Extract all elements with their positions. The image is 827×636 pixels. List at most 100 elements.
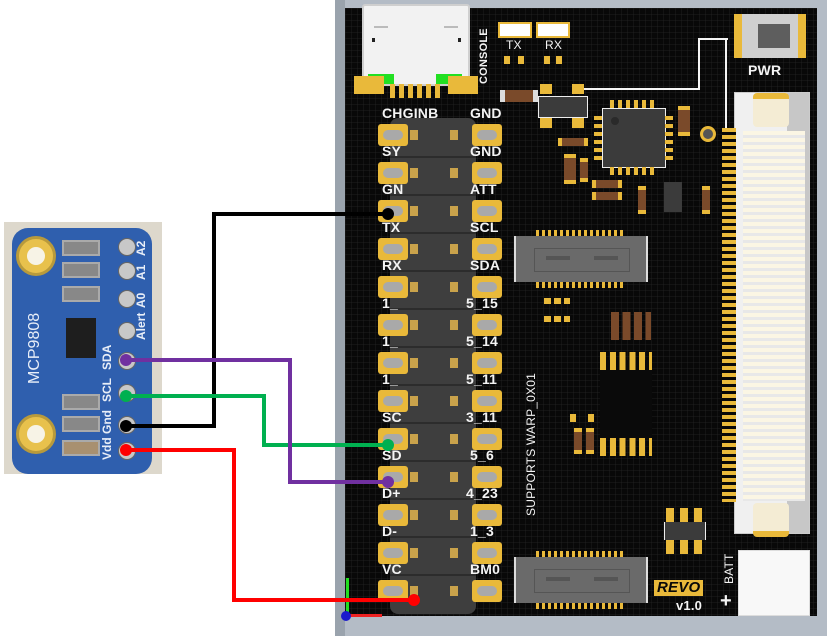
header-label-right: SCL (470, 219, 499, 235)
resistor (558, 138, 588, 146)
small-ic (664, 182, 682, 212)
gnd-wire-end[interactable] (382, 208, 394, 220)
header-label-left: 1_ (382, 295, 398, 311)
sensor-pin-a0[interactable] (118, 290, 136, 308)
header-pin (410, 396, 418, 406)
header-label-right: GND (470, 105, 502, 121)
header-label-right: ATT (470, 181, 497, 197)
header-pad-right[interactable] (472, 580, 502, 602)
smd-part (570, 414, 576, 422)
header-label-left: D- (382, 523, 398, 539)
sensor-pin-label: SCL (100, 378, 114, 402)
trace-line (698, 38, 728, 40)
regulator-chip (538, 96, 588, 118)
sensor-name-label: MCP9808 (26, 312, 43, 384)
header-pad-right[interactable] (472, 276, 502, 298)
gnd-wire-segment[interactable] (124, 424, 216, 428)
connector-pins (536, 603, 624, 609)
header-pin (410, 510, 418, 520)
scl-wire-segment[interactable] (262, 443, 390, 447)
header-label-left: 1_ (382, 371, 398, 387)
vdd-wire-segment[interactable] (232, 598, 416, 602)
header-pad-right[interactable] (472, 162, 502, 184)
sensor-pin-a2[interactable] (118, 238, 136, 256)
header-pad-right[interactable] (472, 466, 502, 488)
header-pin (410, 586, 418, 596)
header-label-right: 5_6 (470, 447, 494, 463)
smd-part (540, 84, 552, 94)
header-label-left: D+ (382, 485, 401, 501)
sda-wire-end[interactable] (382, 476, 394, 488)
header-label-left: GN (382, 181, 404, 197)
header-label-left: VC (382, 561, 402, 577)
sensor-pin-alert[interactable] (118, 322, 136, 340)
header-pad-right[interactable] (472, 390, 502, 412)
battery-label: BATT (722, 553, 736, 584)
header-pin (410, 548, 418, 558)
vdd-wire-end[interactable] (408, 594, 420, 606)
vdd-wire-segment[interactable] (124, 448, 236, 452)
power-button[interactable] (734, 14, 806, 58)
mcu-pins-right (665, 116, 673, 160)
header-divider (390, 422, 476, 424)
header-pad-left[interactable] (378, 580, 408, 602)
axis-x-arrow (348, 614, 382, 617)
smd-part (572, 118, 584, 128)
header-label-left: 1_ (382, 333, 398, 349)
header-label-right: BM0 (470, 561, 501, 577)
header-pad-right[interactable] (472, 124, 502, 146)
header-pin (450, 548, 458, 558)
header-label-right: 5_14 (466, 333, 498, 349)
smd-pads (544, 298, 570, 304)
header-pad-right[interactable] (472, 428, 502, 450)
scl-wire-start[interactable] (120, 390, 132, 402)
scl-wire-end[interactable] (382, 439, 394, 451)
scl-wire-segment[interactable] (124, 394, 266, 398)
header-pad-left[interactable] (378, 504, 408, 526)
header-pad-left[interactable] (378, 314, 408, 336)
header-label-left: CHGINB (382, 105, 439, 121)
vdd-wire-segment[interactable] (232, 448, 236, 602)
supports-warp-label: SUPPORTS WARP_0X01 (524, 373, 538, 516)
tx-led-label: TX (506, 38, 522, 52)
sda-wire-segment[interactable] (288, 358, 292, 484)
smd-part (588, 414, 594, 422)
header-pin (450, 320, 458, 330)
sda-wire-start[interactable] (120, 354, 132, 366)
header-pad-right[interactable] (472, 314, 502, 336)
gnd-wire-segment[interactable] (212, 212, 390, 216)
header-pad-left[interactable] (378, 390, 408, 412)
header-pad-left[interactable] (378, 542, 408, 564)
vdd-wire-start[interactable] (120, 444, 132, 456)
header-pin (450, 396, 458, 406)
header-pad-right[interactable] (472, 200, 502, 222)
header-pin (410, 168, 418, 178)
header-pad-left[interactable] (378, 162, 408, 184)
gnd-wire-start[interactable] (120, 420, 132, 432)
header-pad-right[interactable] (472, 238, 502, 260)
sda-wire-segment[interactable] (124, 358, 292, 362)
rx-led-label: RX (545, 38, 563, 52)
sensor-pin-a1[interactable] (118, 262, 136, 280)
resistor (500, 90, 538, 102)
header-pad-left[interactable] (378, 276, 408, 298)
sda-wire-segment[interactable] (288, 480, 390, 484)
header-pad-left[interactable] (378, 352, 408, 374)
connector-pins (536, 230, 624, 236)
gnd-wire-segment[interactable] (212, 212, 216, 428)
tx-led (498, 22, 532, 38)
header-pad-left[interactable] (378, 124, 408, 146)
header-pad-right[interactable] (472, 542, 502, 564)
battery-connector[interactable] (738, 550, 810, 616)
resistor (62, 262, 100, 278)
header-label-left: TX (382, 219, 401, 235)
header-pad-right[interactable] (472, 504, 502, 526)
header-pin (450, 206, 458, 216)
header-label-right: 5_11 (466, 371, 498, 387)
header-pad-left[interactable] (378, 238, 408, 260)
capacitor (580, 158, 588, 182)
scl-wire-segment[interactable] (262, 394, 266, 447)
header-label-left: SD (382, 447, 402, 463)
header-pad-right[interactable] (472, 352, 502, 374)
header-pin (410, 358, 418, 368)
